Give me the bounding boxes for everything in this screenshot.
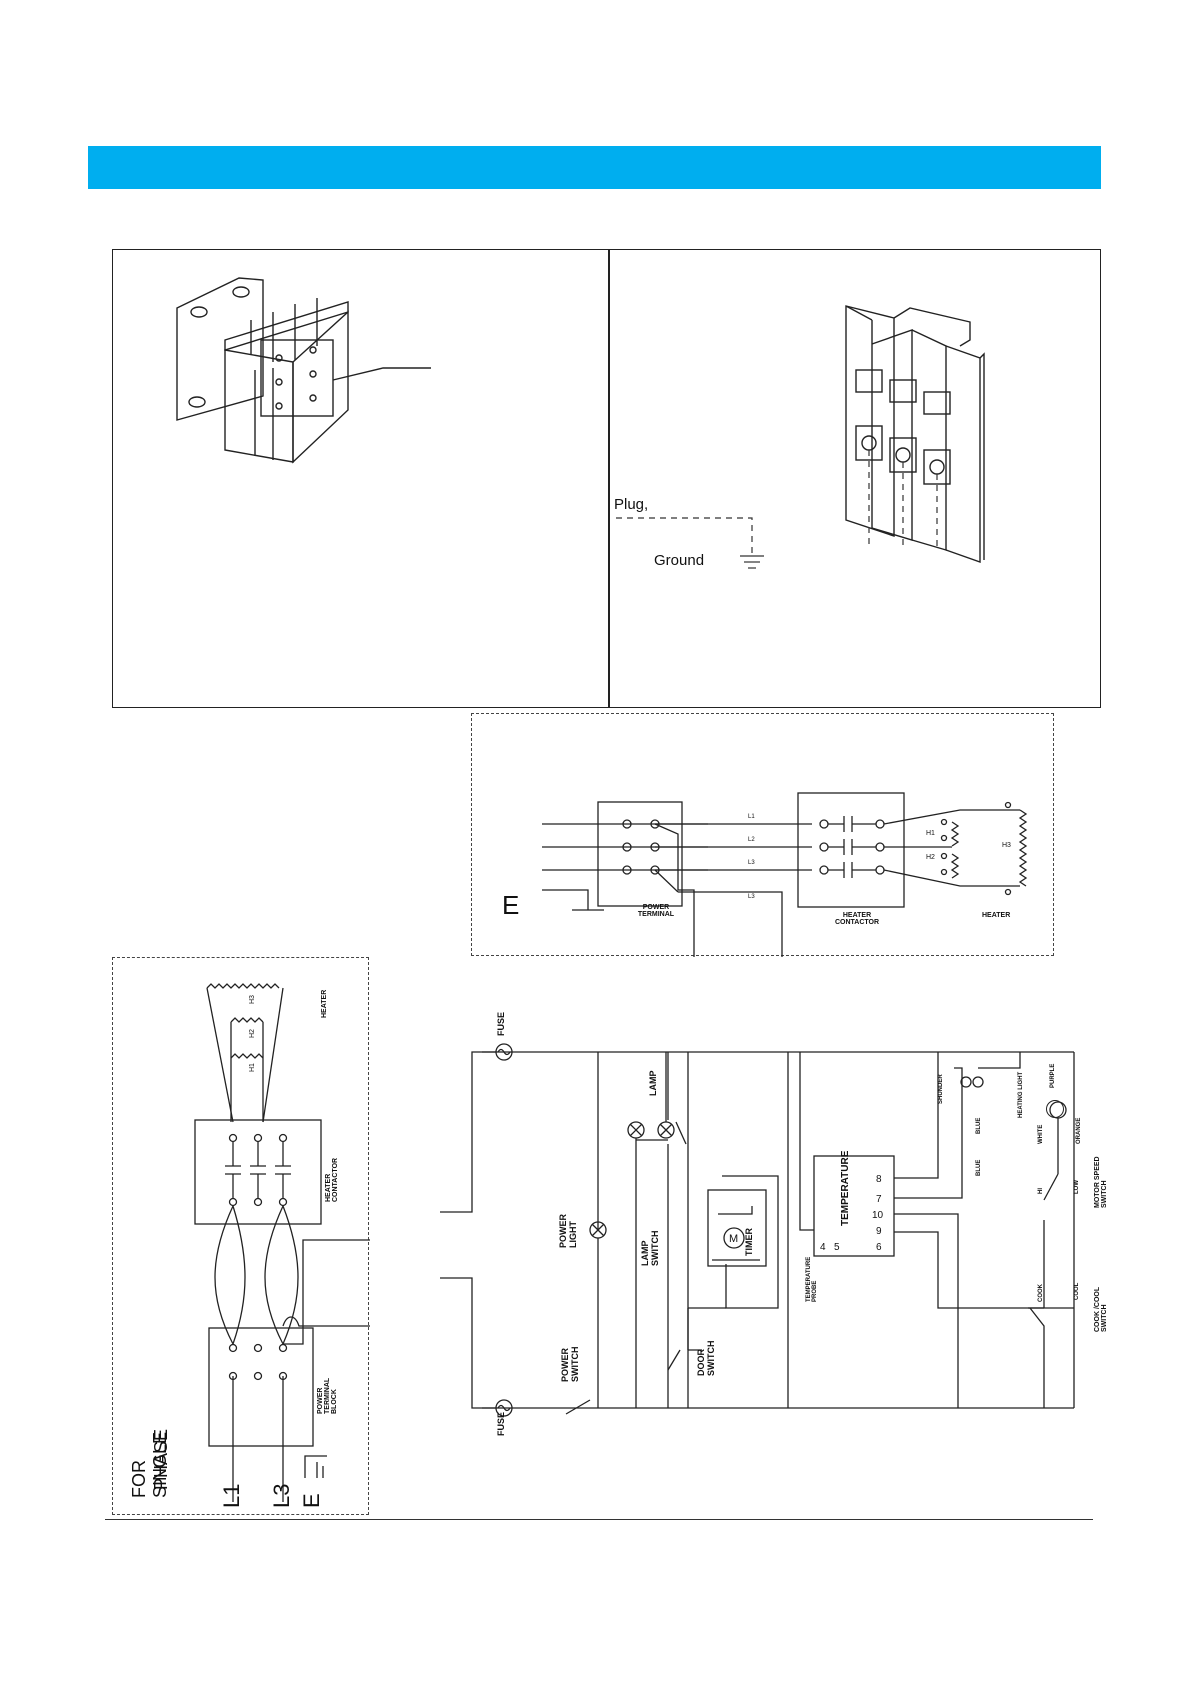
- single-phase-h3-label: H3: [249, 995, 256, 1004]
- control-schematic: 8 7 10 9 6 4 5 M: [440, 1043, 1075, 1417]
- single-phase-heater-label: HEATER: [321, 989, 328, 1018]
- orange-wire-label: ORANGE: [1076, 1117, 1082, 1144]
- blue-wire-label-2: BLUE: [976, 1159, 982, 1176]
- three-phase-wiring-diagram: [542, 792, 1028, 960]
- hi-label: HI: [1038, 1188, 1044, 1194]
- footer-rule: [105, 1519, 1093, 1520]
- single-phase-l3-label: L3: [269, 1483, 294, 1508]
- single-phase-e-label: E: [299, 1493, 324, 1508]
- cook-label: COOK: [1038, 1284, 1044, 1302]
- single-phase-h1-label: H1: [249, 1063, 256, 1072]
- low-label: LOW: [1074, 1180, 1080, 1194]
- temp-terminal-6: 6: [876, 1242, 882, 1253]
- shunder-label: SHUNDER: [938, 1074, 944, 1104]
- line-label-l1: L1: [748, 814, 755, 820]
- line-label-l3-drop: L3: [748, 894, 755, 900]
- temp-terminal-7: 7: [876, 1194, 882, 1205]
- timer-motor-symbol: M: [729, 1233, 738, 1245]
- single-phase-title-line2: PHASE: [151, 1428, 171, 1490]
- lamp-switch-label: LAMP SWITCH: [640, 1230, 660, 1267]
- line-label-l3: L3: [748, 860, 755, 866]
- single-phase-wiring-box: FOR SINGLE PHASE L1 L3 E HEATER HEATER C…: [112, 957, 479, 1515]
- ground-label: Ground: [654, 552, 705, 569]
- heater-h2-label: H2: [926, 854, 935, 861]
- single-phase-l1-label: L1: [219, 1483, 244, 1508]
- timer-label: TIMER: [744, 1228, 754, 1256]
- fuse-top-label: FUSE: [496, 1011, 506, 1036]
- terminal-ground-panel: Plug, Ground: [609, 249, 1101, 708]
- purple-wire-label: PURPLE: [1050, 1063, 1056, 1088]
- temp-terminal-9: 9: [876, 1226, 882, 1237]
- door-switch-label: DOOR SWITCH: [696, 1340, 716, 1377]
- heater-h3-label: H3: [1002, 842, 1011, 849]
- contactor-illustration: [176, 277, 431, 464]
- three-phase-e-label: E: [502, 890, 520, 920]
- heating-light-label: HEATING LIGHT: [1018, 1071, 1024, 1118]
- lamp-label: LAMP: [648, 1070, 658, 1097]
- motor-speed-switch-label: MOTOR SPEED SWITCH: [1094, 1156, 1108, 1208]
- white-wire-label: WHITE: [1038, 1124, 1044, 1144]
- section-header-banner: [88, 146, 1101, 189]
- temp-terminal-4: 4: [820, 1242, 826, 1253]
- terminal-block-illustration: [616, 305, 985, 569]
- fuse-bottom-label: FUSE: [496, 1411, 506, 1436]
- temperature-label: TEMPERATURE: [840, 1150, 851, 1226]
- power-switch-label: POWER SWITCH: [560, 1346, 580, 1383]
- motor-icon: [1046, 1100, 1064, 1118]
- power-light-label: POWER LIGHT: [558, 1213, 578, 1248]
- temp-terminal-8: 8: [876, 1174, 882, 1185]
- temp-terminal-10: 10: [872, 1210, 884, 1221]
- heater-h1-label: H1: [926, 830, 935, 837]
- power-terminal-label: POWER TERMINAL: [637, 904, 675, 918]
- single-phase-contactor-label: HEATER CONTACTOR: [325, 1157, 339, 1202]
- cook-cool-switch-label: COOK /COOL SWITCH: [1094, 1287, 1108, 1332]
- three-phase-wiring-box: E POWER TERMINAL HEATER CONTACTOR HEATER…: [471, 713, 1054, 960]
- blue-wire-label-1: BLUE: [976, 1117, 982, 1134]
- single-phase-h2-label: H2: [249, 1029, 256, 1038]
- plug-label: Plug,: [614, 496, 649, 513]
- cool-label: COOL: [1074, 1282, 1080, 1300]
- heater-contactor-label: HEATER CONTACTOR: [834, 912, 880, 926]
- single-phase-wiring-diagram: [194, 983, 479, 1502]
- temperature-probe-label: TEMPERATURE PROBE: [806, 1256, 818, 1302]
- heater-label: HEATER: [982, 912, 1011, 919]
- contactor-panel: [112, 249, 609, 708]
- line-label-l2: L2: [748, 837, 755, 843]
- single-phase-terminal-label: POWER TERMINAL BLOCK: [317, 1377, 338, 1414]
- temp-terminal-5: 5: [834, 1242, 840, 1253]
